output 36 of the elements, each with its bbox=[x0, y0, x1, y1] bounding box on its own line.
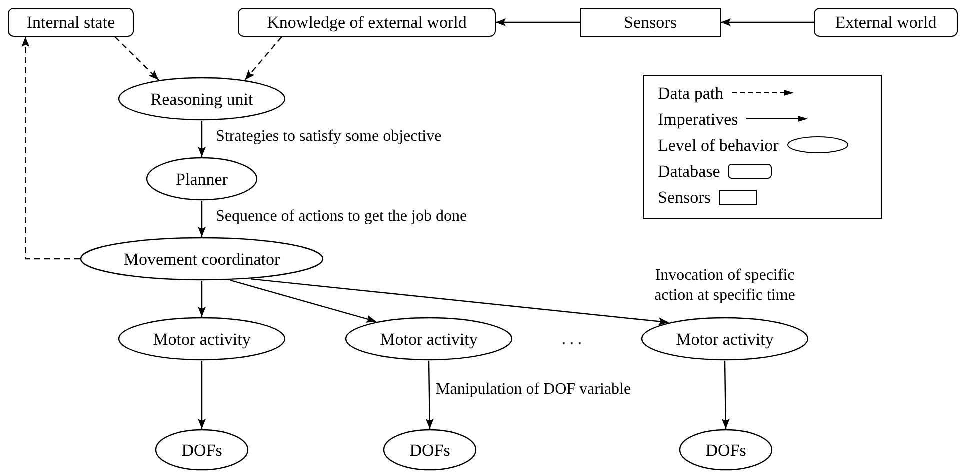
dashed-arrow bbox=[22, 37, 80, 260]
behavior-ellipse: Reasoning unit bbox=[118, 77, 286, 121]
behavior-ellipse: Motor activity bbox=[118, 317, 286, 361]
legend-text: Imperatives bbox=[658, 110, 738, 128]
behavior-ellipse: Planner bbox=[146, 157, 258, 201]
edge-label: Sequence of actions to get the job done bbox=[216, 207, 468, 227]
legend-text: Sensors bbox=[658, 188, 711, 206]
ellipsis-text: . . . bbox=[562, 330, 582, 350]
arrow bbox=[496, 18, 580, 26]
legend-text: Data path bbox=[658, 84, 724, 102]
legend-text: Level of behavior bbox=[658, 136, 779, 154]
arrow bbox=[198, 201, 206, 237]
behavior-ellipse: DOFs bbox=[383, 429, 477, 471]
behavior-ellipse: Motor activity bbox=[345, 317, 513, 361]
behavior-ellipse: Movement coordinator bbox=[80, 237, 324, 281]
legend-text: Database bbox=[658, 162, 720, 180]
arrow bbox=[722, 361, 730, 429]
arrow bbox=[251, 278, 669, 326]
arrow bbox=[198, 281, 206, 317]
edge-label: Strategies to satisfy some objective bbox=[216, 127, 442, 147]
edge-label: Manipulation of DOF variable bbox=[436, 380, 632, 400]
arrow bbox=[230, 280, 377, 323]
dashed-arrow bbox=[244, 36, 282, 81]
database-box: External world bbox=[814, 8, 958, 37]
behavior-ellipse: DOFs bbox=[155, 429, 249, 471]
arrow bbox=[198, 121, 206, 157]
arrow bbox=[426, 361, 434, 429]
edge-label: Invocation of specific action at specific time bbox=[654, 266, 796, 306]
behavior-ellipse: Motor activity bbox=[641, 317, 809, 361]
arrow bbox=[721, 18, 814, 26]
sensor-box: Sensors bbox=[580, 8, 721, 37]
database-box: Internal state bbox=[8, 8, 134, 37]
arrow bbox=[198, 361, 206, 429]
database-box: Knowledge of external world bbox=[238, 8, 496, 37]
behavior-ellipse: DOFs bbox=[679, 429, 773, 471]
dashed-arrow bbox=[114, 36, 160, 81]
